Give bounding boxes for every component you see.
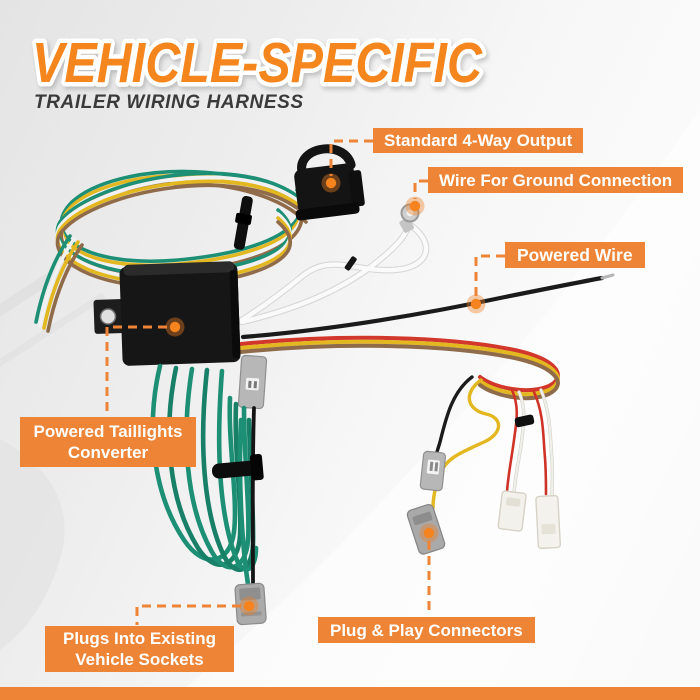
bundle-zip-tie xyxy=(514,414,535,428)
page-subtitle: TRAILER WIRING HARNESS xyxy=(34,92,304,113)
power-bundle xyxy=(239,335,560,510)
coil-zip-tie xyxy=(211,453,264,481)
callout-powered-taillights-converter: Powered Taillights Converter xyxy=(20,417,196,467)
callout-plugs-into-vehicle-sockets: Plugs Into Existing Vehicle Sockets xyxy=(45,626,234,672)
ground-wire xyxy=(238,203,430,326)
callout-line: Powered Taillights xyxy=(33,422,183,441)
ring-terminal xyxy=(406,209,414,217)
ribbon-zip-tie xyxy=(233,195,253,250)
callout-dots xyxy=(165,173,486,616)
white-plug-connectors xyxy=(497,490,561,550)
four-flat-ribbon-coil xyxy=(34,169,308,333)
callout-dot-icon xyxy=(321,173,341,193)
converter-box xyxy=(93,261,241,366)
footer-accent-bar xyxy=(0,687,700,700)
callout-leader-lines xyxy=(105,139,505,625)
callout-dot-icon xyxy=(239,596,259,616)
callout-dot-icon xyxy=(466,294,486,314)
callout-line: Converter xyxy=(67,443,149,462)
header: VEHICLE-SPECIFIC xyxy=(22,24,562,102)
callout-plug-and-play-connectors: Plug & Play Connectors xyxy=(318,617,535,643)
four-way-output-connector xyxy=(294,144,365,221)
converter-output-connector xyxy=(237,354,268,410)
callout-ground-connection: Wire For Ground Connection xyxy=(428,167,684,193)
mounting-hole xyxy=(99,308,117,325)
title-art: VEHICLE-SPECIFIC xyxy=(28,27,488,100)
callout-powered-wire: Powered Wire xyxy=(505,242,645,268)
callout-line: Plugs Into Existing xyxy=(62,629,216,648)
callout-dot-icon xyxy=(165,317,185,337)
powered-wire-line xyxy=(240,273,615,340)
page-title: VEHICLE-SPECIFIC xyxy=(32,31,483,95)
callout-line: Vehicle Sockets xyxy=(75,650,204,669)
callout-dot-icon xyxy=(405,196,425,216)
ground-wire-tie xyxy=(344,256,357,271)
callout-standard-4way-output: Standard 4-Way Output xyxy=(373,128,584,153)
callout-dot-icon xyxy=(419,523,439,543)
